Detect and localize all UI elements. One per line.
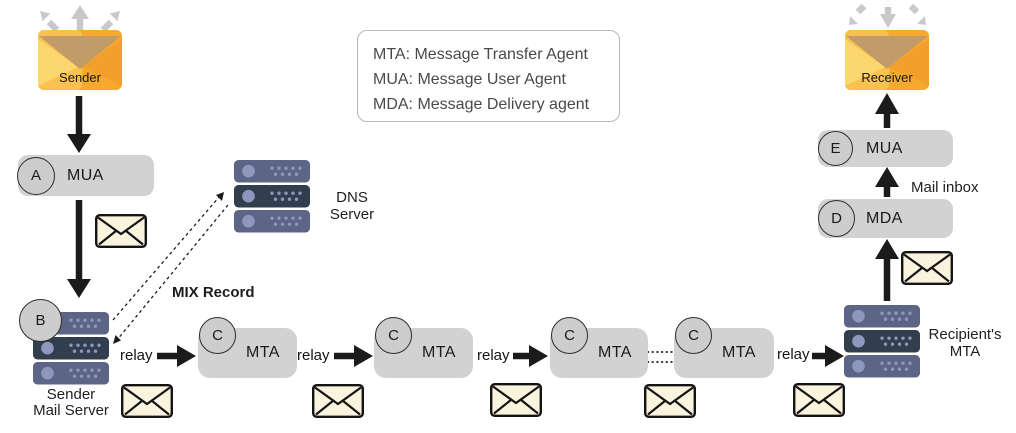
node-label-mta-3: MTA <box>598 344 632 361</box>
node-mta-3: C MTA <box>550 317 648 378</box>
receiver-incoming-arrows-icon <box>849 3 926 28</box>
recipients-mta-label-line1: Recipient's <box>928 326 1002 343</box>
relay-label-1: relay <box>120 347 153 364</box>
node-badge-e: E <box>818 131 853 166</box>
mail-envelope-icon <box>644 384 696 418</box>
node-label-mta-4: MTA <box>722 344 756 361</box>
node-badge-a: A <box>17 156 55 195</box>
node-label-mda-d: MDA <box>866 209 903 227</box>
legend-box: MTA: Message Transfer Agent MUA: Message… <box>357 30 620 122</box>
relay-label-3: relay <box>477 347 510 364</box>
node-badge-d: D <box>818 200 855 237</box>
node-label-mua-e: MUA <box>866 139 903 157</box>
legend-line-mua: MUA: Message User Agent <box>373 71 566 88</box>
legend-line-mta: MTA: Message Transfer Agent <box>373 46 588 63</box>
mail-envelope-icon <box>901 250 953 285</box>
sender-mail-server-label-line1: Sender <box>46 386 96 403</box>
node-badge-c2: C <box>375 317 412 354</box>
sender-mail-server-label-line2: Mail Server <box>33 402 109 419</box>
recipient-mta-server-icon <box>844 305 920 378</box>
node-mta-1: C MTA <box>198 317 297 378</box>
mail-inbox-label: Mail inbox <box>911 179 979 196</box>
node-mta-4: C MTA <box>674 317 774 378</box>
node-label-mta-1: MTA <box>246 344 280 361</box>
mail-envelope-icon <box>793 383 845 417</box>
dns-server-icon <box>234 160 310 233</box>
receiver-label: Receiver <box>861 70 913 85</box>
node-badge-c4: C <box>675 317 712 354</box>
sender-broadcast-arrows-icon <box>40 5 120 33</box>
mail-envelope-icon <box>120 384 174 418</box>
recipients-mta-label-line2: MTA <box>949 343 981 360</box>
node-mua-a: A MUA <box>17 155 154 196</box>
mta-chain-ellipsis <box>647 351 673 363</box>
node-mta-2: C MTA <box>374 317 473 378</box>
relay-label-2: relay <box>297 347 330 364</box>
mail-envelope-icon <box>490 383 542 417</box>
mail-envelope-icon <box>94 213 148 249</box>
sender-label: Sender <box>59 70 101 85</box>
node-badge-b: B <box>19 299 62 342</box>
node-label-mua-a: MUA <box>67 166 104 184</box>
legend-line-mda: MDA: Message Delivery agent <box>373 96 590 113</box>
node-badge-c1: C <box>199 317 236 354</box>
dns-lookup-dashed-arrows <box>112 192 229 344</box>
flow-arrows <box>67 93 899 367</box>
node-badge-c3: C <box>551 317 588 354</box>
mail-envelope-icon <box>312 384 364 418</box>
node-mda-d: D MDA <box>818 199 953 238</box>
node-label-mta-2: MTA <box>422 344 456 361</box>
mix-record-label: MIX Record <box>172 284 255 301</box>
relay-label-4: relay <box>777 346 810 363</box>
dns-server-label-line2: Server <box>329 206 375 223</box>
node-mua-e: E MUA <box>818 130 953 167</box>
dns-server-label-line1: DNS <box>336 189 368 206</box>
